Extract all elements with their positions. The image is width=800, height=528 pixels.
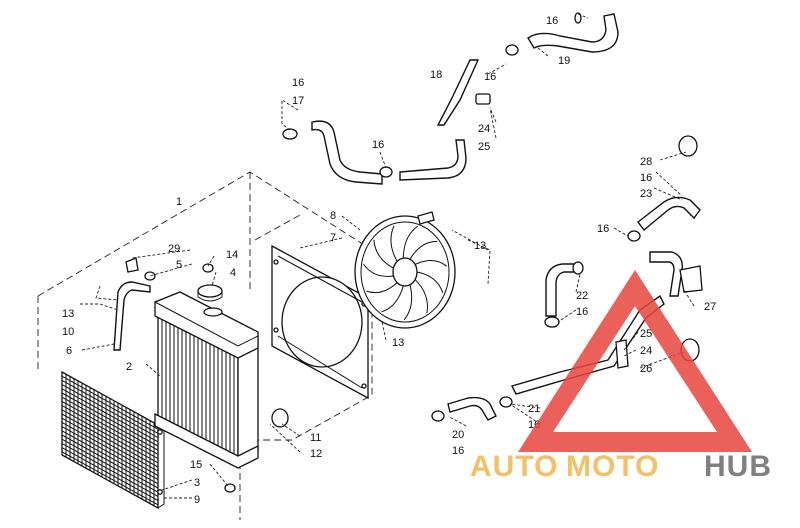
callout-16-center: 16 [372,139,384,151]
callout-1: 1 [176,196,182,208]
watermark-word-auto: AUTO [470,450,558,483]
callout-labels: 1 2 3 4 5 6 7 8 9 10 11 12 13 13 13 14 1… [62,15,716,506]
callout-6: 6 [66,345,72,357]
fan-shroud [271,244,369,400]
callout-13-right: 13 [474,240,486,252]
callout-16-top: 16 [546,15,558,27]
screen-mesh-line [61,434,159,489]
callout-7: 7 [330,232,336,244]
callout-19: 19 [558,55,570,67]
callout-24-lower: 24 [640,345,652,357]
callout-9: 9 [194,494,200,506]
callout-18: 18 [430,69,442,81]
callout-12: 12 [310,448,322,460]
screen-mesh-line [61,405,159,460]
watermark-triangle [518,270,752,452]
fan-blade [416,271,444,294]
callout-20: 20 [452,429,464,441]
callout-28: 28 [640,156,652,168]
fan-blade [390,225,398,262]
callout-17: 17 [292,95,304,107]
callout-25-lower: 25 [640,328,652,340]
screen-mesh-line [61,392,159,447]
callout-24-top: 24 [478,123,490,135]
clamp-28 [678,135,698,157]
screen-mesh-line [61,421,159,476]
screen-mesh-line [61,375,159,430]
radiator-cap [197,284,223,298]
screen-mesh-line [61,400,159,455]
callout-13-lower: 13 [392,337,404,349]
callout-16-mid-top: 16 [484,71,496,83]
screen-mesh-line [61,426,159,481]
callout-5: 5 [176,259,182,271]
callout-25-top: 25 [478,141,490,153]
fan-blade [403,284,413,321]
callout-16-upper-left: 16 [292,77,304,89]
callout-27: 27 [704,301,716,313]
callout-16-bottom-left: 16 [452,445,464,457]
fan-blade [363,263,394,277]
watermark-word-hub: HUB [704,450,772,483]
screen-mesh-line [61,384,159,439]
callout-16-lower-right: 16 [576,306,588,318]
screen-mesh-line [61,396,159,451]
automotohub-watermark: AUTO MOTO HUB [470,270,772,483]
callout-14: 14 [226,249,238,261]
radiator [154,284,259,469]
callout-16-right: 16 [640,172,652,184]
callout-4: 4 [230,267,236,279]
screen-mesh-line [61,388,159,443]
watermark-word-moto: MOTO [566,450,659,483]
screen-mesh-line [61,442,159,497]
callout-3: 3 [194,477,200,489]
fan-blade [381,285,404,313]
callout-22: 22 [576,290,588,302]
cooling-fan [354,211,456,329]
screen-mesh-line [61,430,159,485]
callout-13-left: 13 [62,308,74,320]
callout-29: 29 [168,243,180,255]
fan-blade [414,279,428,314]
screen-mesh-line [61,409,159,464]
screen-mesh-line [61,413,159,468]
screen-mesh-line [61,447,159,502]
fan-blade [366,282,398,294]
callout-21: 21 [528,403,540,415]
fan-blade [414,259,448,267]
callout-26: 26 [640,363,652,375]
callout-15: 15 [190,459,202,471]
callout-8: 8 [330,210,336,222]
leader-lines [80,13,695,499]
callout-2: 2 [126,361,132,373]
screen-mesh-line [61,379,159,434]
screen-mesh-line [61,451,159,506]
callout-23: 23 [640,188,652,200]
screen-mesh-line [61,417,159,472]
fan-blade [402,225,418,259]
callout-16-mid-right: 16 [597,223,609,235]
fan-blade [409,240,438,260]
callout-10: 10 [62,326,74,338]
hose-clamps [125,12,703,493]
fan-blade [373,239,394,269]
callout-11: 11 [310,432,321,444]
screen-mesh-line [61,438,159,493]
radiator-screen [61,370,165,510]
